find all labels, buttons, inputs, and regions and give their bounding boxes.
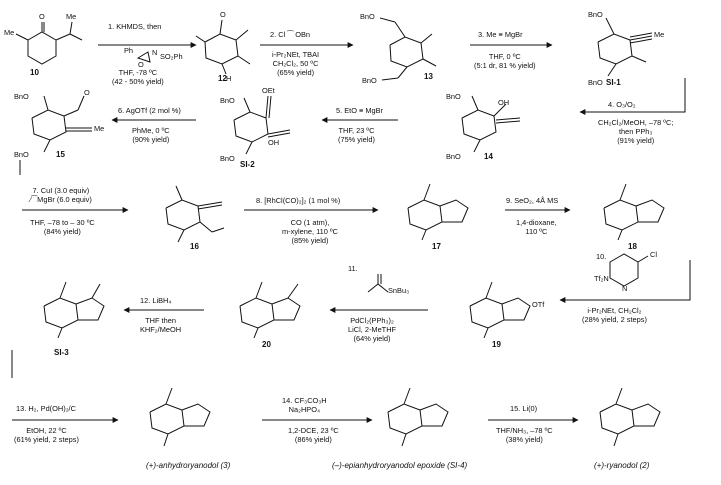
molecule-14 (461, 95, 521, 153)
atom-bno-14b: BnO (446, 152, 461, 161)
step-9-below: 1,4-dioxane,110 ºC (516, 218, 557, 236)
oxaziridine-ph: Ph (124, 46, 134, 55)
oxaziridine-reagent (136, 51, 151, 63)
atom-otf-19: OTf (532, 300, 545, 309)
compound-label-SI-3: SI-3 (54, 348, 69, 357)
atom-bno-13a: BnO (360, 12, 375, 21)
step-13-above: 13. H₂, Pd(OH)₂/C (16, 404, 76, 413)
molecule-18 (603, 183, 665, 241)
step-3-above: 3. Me ≡ MgBr (478, 30, 523, 39)
molecule-SI-2 (233, 95, 291, 155)
atom-oet-si2: OEt (262, 86, 275, 95)
oxaziridine-n: N (152, 48, 158, 57)
compound-label-13: 13 (424, 72, 433, 81)
compound-label-20: 20 (262, 340, 271, 349)
molecule-17 (407, 183, 469, 241)
atom-bno-15a: BnO (14, 92, 29, 101)
step-9-above: 9. SeO₂, 4Å MS (506, 196, 559, 205)
step-5-above: 5. EtO ≡ MgBr (336, 106, 384, 115)
compound-label-SI-1: SI-1 (606, 78, 621, 87)
molecule-SI-3 (43, 281, 105, 339)
molecule-10 (15, 21, 83, 65)
step-4-above: 4. O₃/O₂ (608, 100, 636, 109)
oxaziridine-o: O (138, 60, 144, 69)
molecule-16 (165, 185, 225, 243)
atom-bno-si1b: BnO (588, 78, 603, 87)
step-7-above: 7. CuI (3.0 equiv)⁄⁀MgBr (6.0 equiv) (30, 186, 92, 204)
step-6-above: 6. AgOTf (2 mol %) (118, 106, 181, 115)
compound-label-15: 15 (56, 150, 65, 159)
step-6-below: PhMe, 0 ºC(90% yield) (132, 126, 170, 144)
step-10-above: 10. (596, 252, 607, 261)
step-8-below: CO (1 atm),m-xylene, 110 ºC(85% yield) (282, 218, 338, 245)
atom-o-10: O (39, 12, 45, 21)
molecule-SI-1 (597, 17, 653, 77)
molecule-epianhydroryanodol-epoxide (387, 387, 449, 447)
compound-label-17: 17 (432, 242, 441, 251)
molecule-12 (195, 19, 251, 75)
step-7-below: THF, –78 to – 30 ºC(84% yield) (30, 218, 95, 236)
molecule-anhydroryanodol (149, 387, 211, 447)
pyridine-n: N (622, 284, 628, 293)
step-13-below: EtOH, 22 ºC(61% yield, 2 steps) (14, 426, 79, 444)
atom-bno-si1a: BnO (588, 10, 603, 19)
caption-anhydroryanodol: (+)-anhydroryanodol (3) (146, 461, 231, 470)
atom-bno-14a: BnO (446, 92, 461, 101)
step-3-below: THF, 0 ºC(5:1 dr, 81 % yield) (474, 52, 536, 70)
molecule-19 (469, 281, 531, 339)
atom-h-12: H (226, 74, 232, 83)
atom-bno-15b: BnO (14, 150, 29, 159)
step-8-above: 8. [RhCl(CO)₂]₂ (1 mol %) (256, 196, 341, 205)
step-2-above: 2. Cl ⁀ OBn (270, 30, 311, 39)
step-5-below: THF, 23 ºC(75% yield) (338, 126, 375, 144)
atom-me-10b: Me (66, 12, 77, 21)
step-10-below: i-Pr₂NEt, CH₂Cl₂(28% yield, 2 steps) (582, 306, 647, 324)
compound-label-10: 10 (30, 68, 39, 77)
molecule-20 (239, 281, 301, 339)
oxaziridine-so2ph: SO₂Ph (160, 52, 183, 61)
compound-label-19: 19 (492, 340, 501, 349)
step-1-below: THF, -78 ºC(42 - 50% yield) (112, 68, 164, 86)
atom-bno-si2b: BnO (220, 154, 235, 163)
caption-epianhydroryanodol-epoxide: (–)-epianhydroryanodol epoxide (SI-4) (332, 461, 468, 470)
step-12-above: 12. LiBH₄ (140, 296, 172, 305)
atom-o-15: O (84, 88, 90, 97)
compound-label-12: 12 (218, 74, 227, 83)
stannane-reagent (367, 274, 389, 293)
compound-label-SI-2: SI-2 (240, 160, 255, 169)
step-4-below: CH₂Cl₂/MeOH, –78 ºC;then PPh₃(91% yield) (598, 118, 674, 145)
arrow-step-4 (579, 78, 686, 115)
molecule-13 (379, 17, 437, 81)
stannane-label: SnBu₃ (388, 286, 410, 295)
atom-bno-si2a: BnO (220, 96, 235, 105)
atom-oh-si2: OH (268, 138, 280, 147)
atom-me-10: Me (4, 28, 15, 37)
atom-me-si1: Me (654, 30, 665, 39)
arrow-step-10 (559, 260, 691, 303)
step-14-below: 1,2-DCE, 23 ºC(86% yield) (288, 426, 339, 444)
compound-label-18: 18 (628, 242, 637, 251)
atom-o-12: O (220, 10, 226, 19)
caption-ryanodol: (+)-ryanodol (2) (594, 461, 650, 470)
atom-me-15: Me (94, 124, 105, 133)
compound-label-14: 14 (484, 152, 493, 161)
step-11-above: 11. (348, 264, 358, 273)
compound-label-16: 16 (190, 242, 199, 251)
atom-bno-13b: BnO (362, 76, 377, 85)
step-15-above: 15. Li(0) (510, 404, 538, 413)
atom-oh-14: OH (498, 98, 510, 107)
molecule-ryanodol (599, 387, 661, 447)
pyridine-cl: Cl (650, 250, 657, 259)
molecule-15 (31, 95, 92, 153)
step-15-below: THF/NH₃, –78 ºC(38% yield) (496, 426, 553, 444)
pyridine-reagent (609, 253, 649, 287)
pyridine-ntf2: Tf₂N (594, 274, 609, 283)
step-1-above: 1. KHMDS, then (108, 22, 162, 31)
